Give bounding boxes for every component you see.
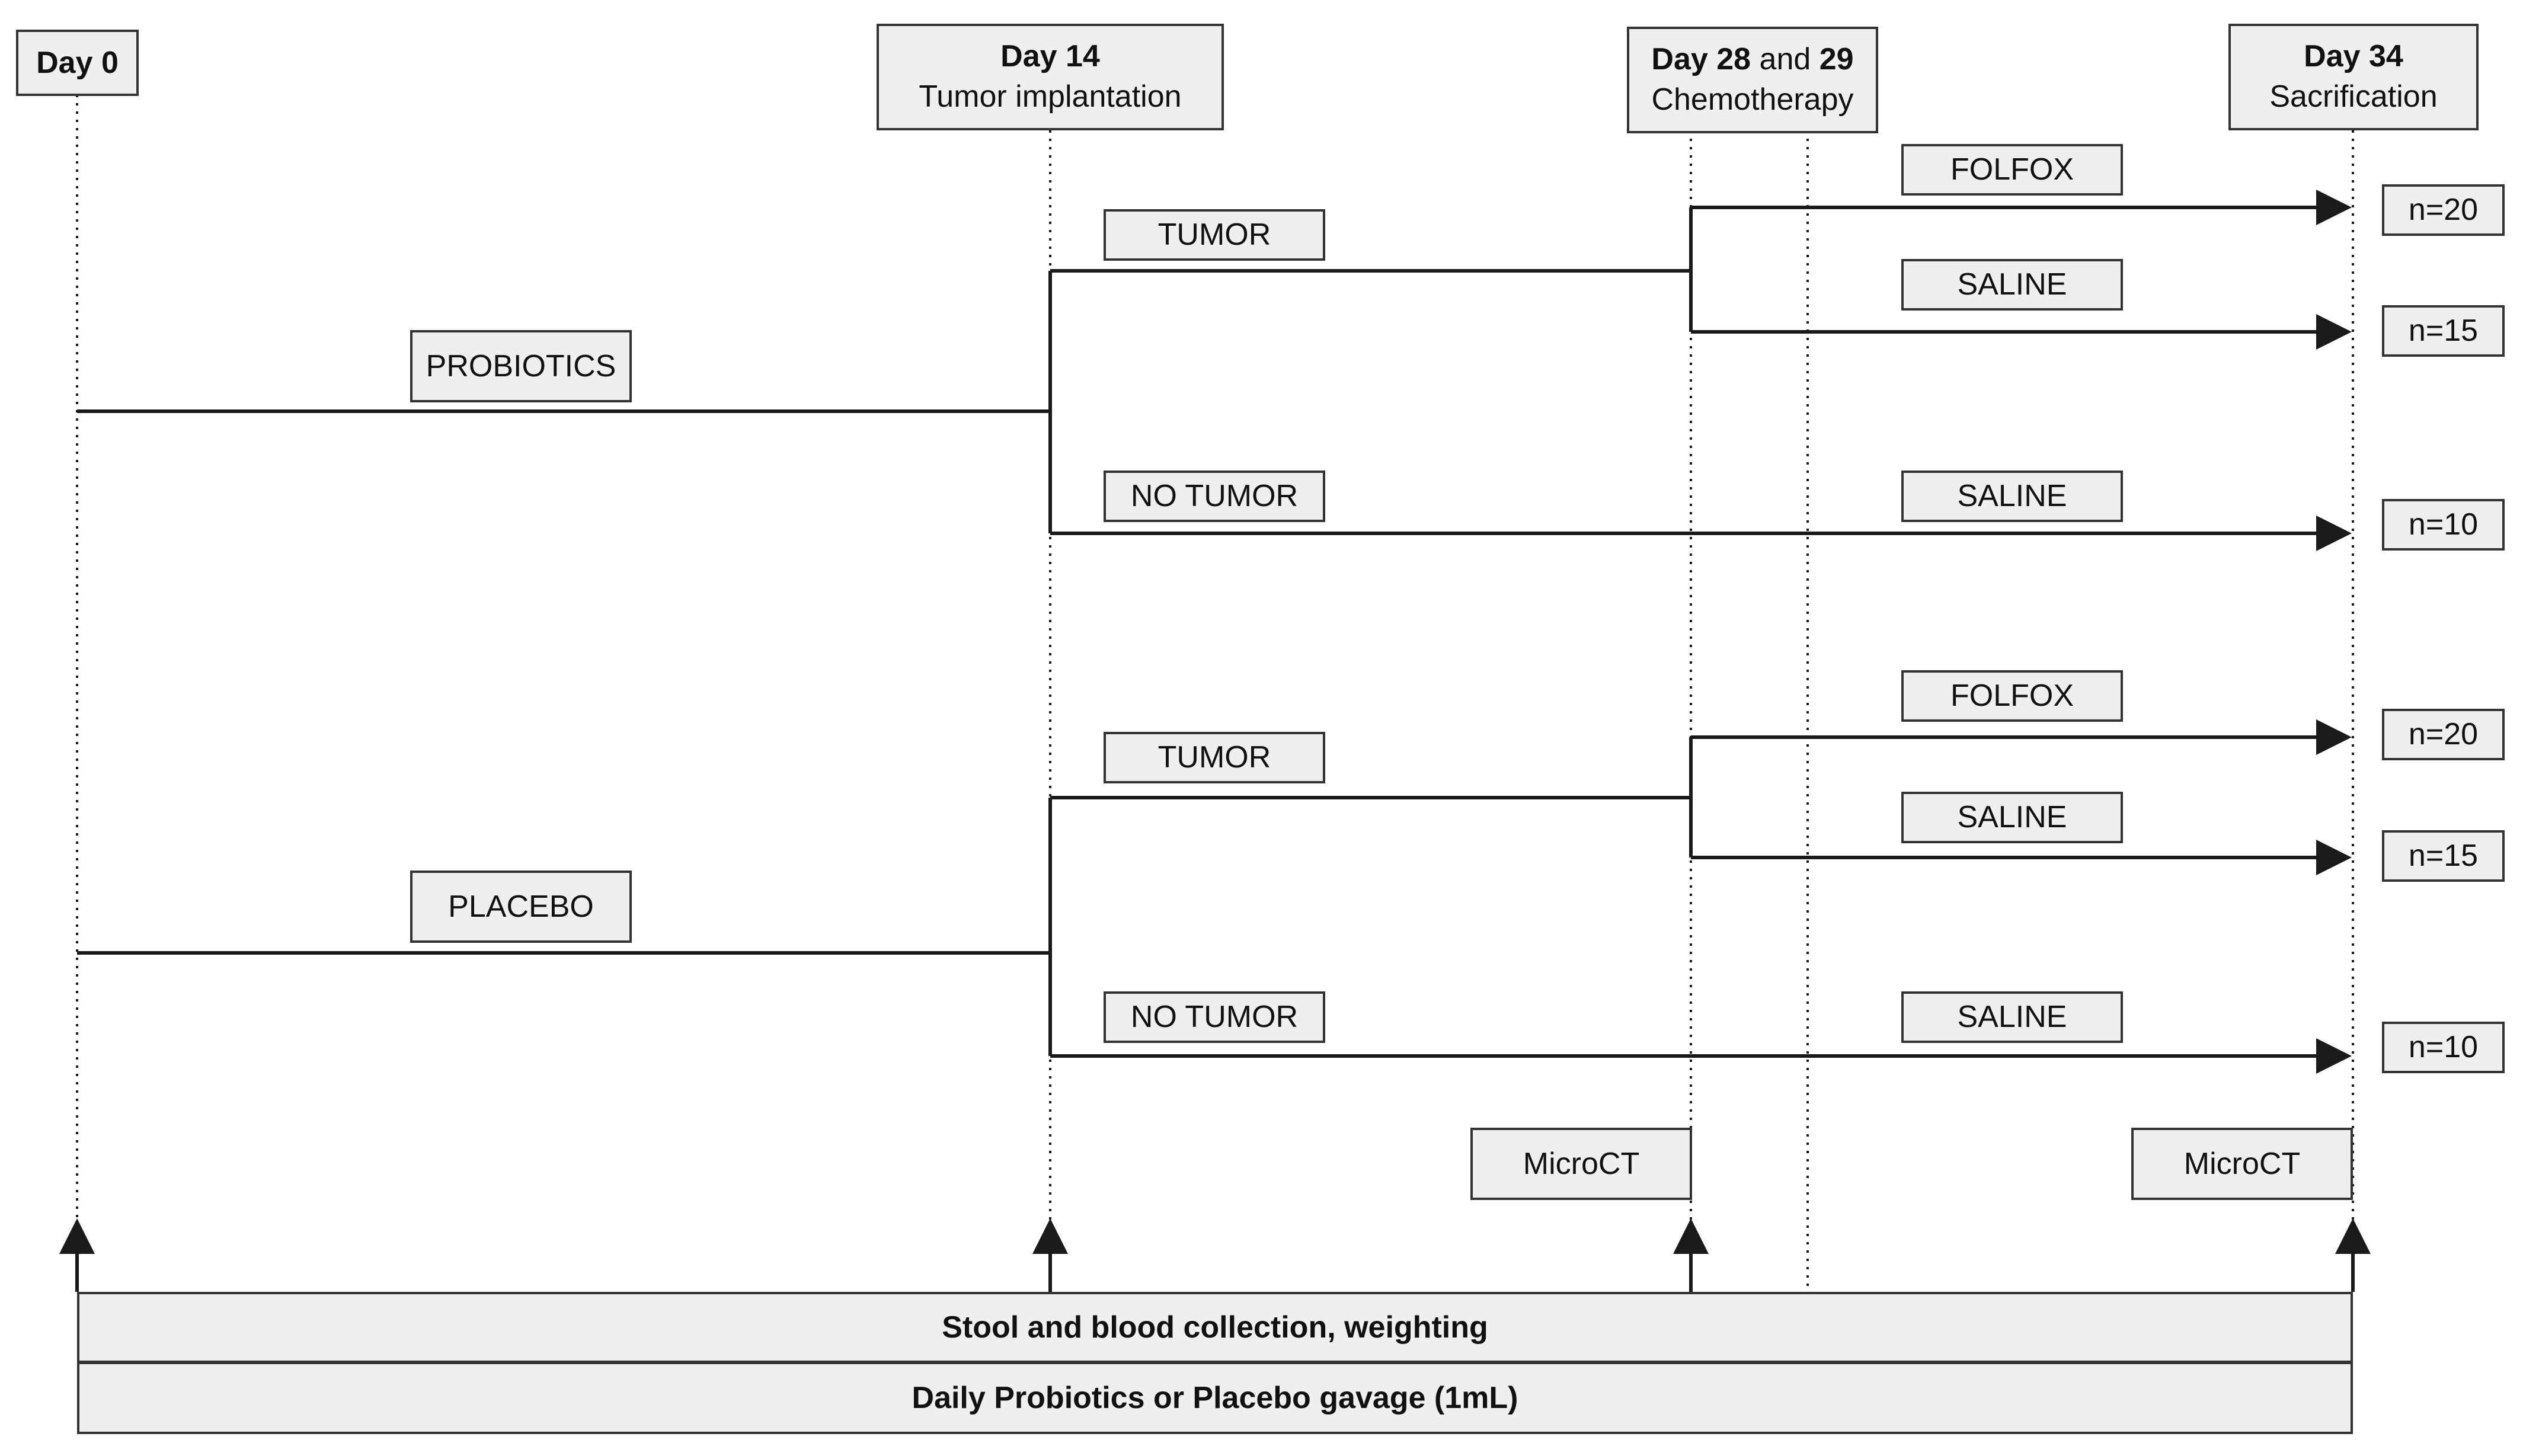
collection-arrows [59, 1218, 2371, 1292]
placebo-n-no-tumor: n=10 [2382, 1022, 2505, 1073]
placebo-n-folfox: n=20 [2382, 709, 2505, 760]
placebo-saline-tumor-label: SALINE [1901, 792, 2123, 843]
placebo-saline-no-tumor-label: SALINE [1901, 991, 2123, 1043]
placebo-tumor-label: TUMOR [1104, 732, 1325, 783]
gavage-bar-label: Daily Probiotics or Placebo gavage (1mL) [912, 1381, 1518, 1415]
probiotics-folfox-label: FOLFOX [1901, 144, 2123, 196]
collection-bar-label: Stool and blood collection, weighting [942, 1310, 1488, 1345]
day28-29-subtitle: Chemotherapy [1651, 82, 1854, 117]
day14-header: Day 14 Tumor implantation [877, 24, 1224, 130]
day28-29-header: Day 28 and 29 Chemotherapy [1627, 27, 1878, 133]
day0-title: Day 0 [36, 45, 119, 80]
placebo-n-saline: n=15 [2382, 830, 2505, 882]
day0-header: Day 0 [16, 30, 139, 96]
day34-header: Day 34 Sacrification [2228, 24, 2479, 130]
microct-day28-label: MicroCT [1470, 1128, 1692, 1200]
probiotics-tumor-label: TUMOR [1104, 209, 1325, 261]
probiotics-label: PROBIOTICS [410, 330, 632, 402]
probiotics-n-saline: n=15 [2382, 305, 2505, 357]
placebo-label: PLACEBO [410, 871, 632, 943]
probiotics-saline-tumor-label: SALINE [1901, 259, 2123, 311]
gavage-bar: Daily Probiotics or Placebo gavage (1mL) [77, 1362, 2353, 1434]
day14-title: Day 14 [1000, 39, 1100, 74]
placebo-folfox-label: FOLFOX [1901, 670, 2123, 722]
timeline-guides [76, 95, 2354, 1292]
probiotics-saline-no-tumor-label: SALINE [1901, 471, 2123, 522]
probiotics-no-tumor-label: NO TUMOR [1104, 471, 1325, 522]
collection-bar: Stool and blood collection, weighting [77, 1292, 2353, 1363]
day34-title: Day 34 [2304, 39, 2403, 74]
probiotics-n-folfox: n=20 [2382, 184, 2505, 236]
day28-29-title: Day 28 and 29 [1651, 42, 1854, 77]
microct-day34-label: MicroCT [2131, 1128, 2353, 1200]
day34-subtitle: Sacrification [2269, 79, 2438, 114]
placebo-no-tumor-label: NO TUMOR [1104, 991, 1325, 1043]
placebo-branch-lines [77, 719, 2352, 1074]
day14-subtitle: Tumor implantation [919, 79, 1182, 114]
probiotics-n-no-tumor: n=10 [2382, 499, 2505, 551]
probiotics-branch-lines [77, 190, 2352, 551]
